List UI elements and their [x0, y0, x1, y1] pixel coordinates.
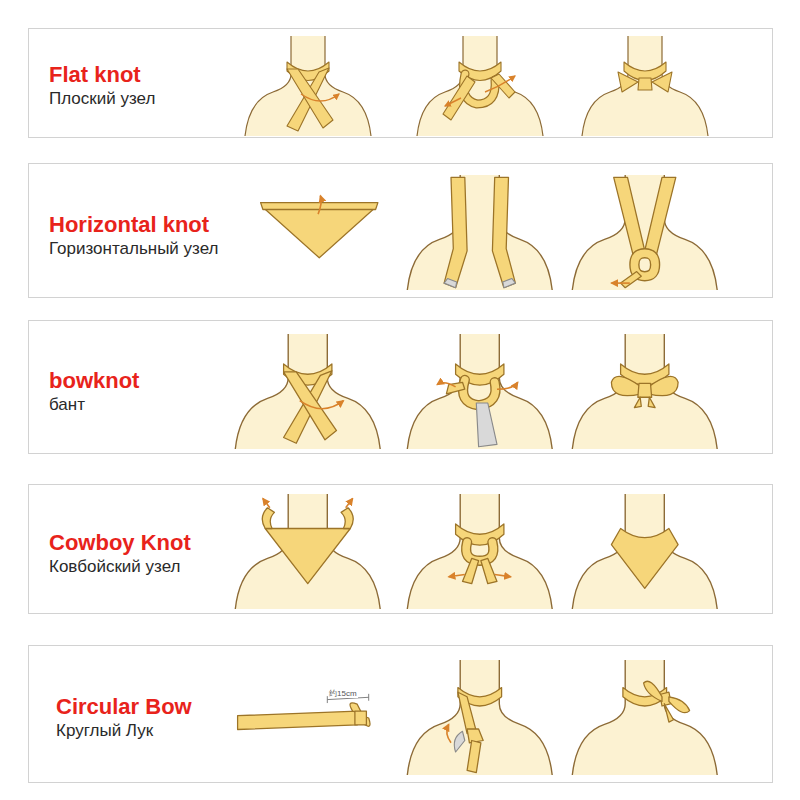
- knot-panel: bowknotбант: [28, 320, 773, 454]
- cowboy-step-2: [407, 494, 552, 609]
- knot-name-ru: Горизонтальный узел: [49, 239, 219, 259]
- circular-step-3: [572, 660, 717, 775]
- flat-step-3: [582, 36, 708, 136]
- bow-step-3: [572, 334, 717, 449]
- cowboy-step-1: [235, 494, 380, 609]
- horizontal-step-2: [407, 175, 552, 290]
- knot-name-ru: Ковбойский узел: [49, 557, 180, 577]
- knot-panel: Cowboy KnotКовбойский узел: [28, 484, 773, 614]
- knot-name: Horizontal knot: [49, 212, 209, 237]
- horizontal-step-1: [261, 196, 378, 258]
- knot-name-ru: Круглый Лук: [56, 721, 153, 741]
- bow-step-2: [407, 334, 552, 449]
- knot-name-ru: Плоский узел: [49, 89, 155, 109]
- knot-name: Flat knot: [49, 62, 141, 87]
- knot-name-ru: бант: [49, 395, 85, 415]
- circular-step-2: [407, 660, 552, 775]
- circular-step-1: [238, 694, 370, 730]
- flat-step-2: [417, 36, 543, 136]
- knot-name: Circular Bow: [56, 694, 192, 719]
- horizontal-step-3: [572, 175, 717, 290]
- cowboy-step-3: [572, 494, 717, 609]
- knot-panel: Horizontal knotГоризонтальный узел: [28, 163, 773, 298]
- dimension-label: 约15cm: [328, 690, 358, 698]
- bow-step-1: [235, 334, 380, 449]
- knot-name: Cowboy Knot: [49, 530, 191, 555]
- knot-panel: Flat knotПлоский узел: [28, 28, 773, 138]
- flat-step-1: [245, 36, 371, 136]
- knot-name: bowknot: [49, 368, 139, 393]
- knot-panel: Circular BowКруглый Лук: [28, 645, 773, 783]
